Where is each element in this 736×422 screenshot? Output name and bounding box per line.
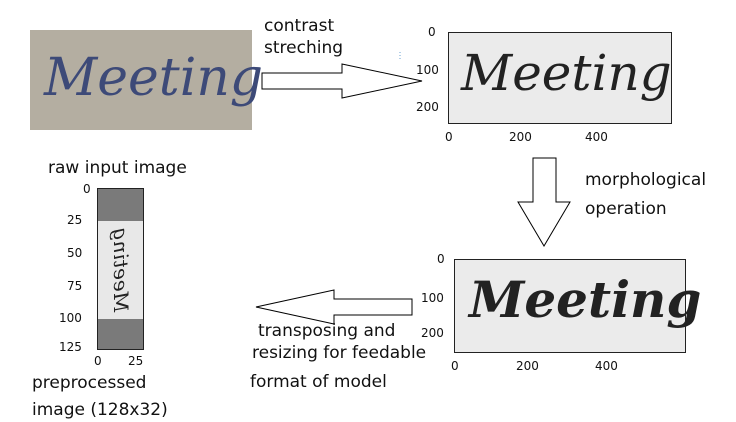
plot2-image: Meeting xyxy=(454,259,701,353)
plot2-word: Meeting xyxy=(469,270,702,329)
plot3-ytick-25: 25 xyxy=(67,213,83,227)
plot2-xtick-400: 400 xyxy=(595,359,618,373)
plot2-ytick-100: 100 xyxy=(421,291,444,305)
plot2-xtick-0: 0 xyxy=(451,359,459,373)
plot1-xtick-200: 200 xyxy=(509,130,532,144)
step1-label-line2: streching xyxy=(264,38,344,58)
plot3-ytick-75: 75 xyxy=(67,279,83,293)
plot3-ytick-50: 50 xyxy=(67,246,83,260)
plot2-xtick-200: 200 xyxy=(516,359,539,373)
plot1-ytick-100: 100 xyxy=(416,63,439,77)
plot2-ytick-0: 0 xyxy=(437,252,445,266)
plot1-word: Meeting xyxy=(461,44,672,102)
plot1-image: Meeting xyxy=(448,32,672,124)
plot3-ytick-125: 125 xyxy=(59,340,82,354)
plot3-ytick-100: 100 xyxy=(59,311,82,325)
plot3-image: Meeting xyxy=(97,188,144,350)
plot2-ytick-200: 200 xyxy=(421,326,444,340)
raw-image-caption: raw input image xyxy=(48,158,187,178)
plot3-xtick-0: 0 xyxy=(94,354,102,368)
step3-label-line1: transposing and xyxy=(258,321,396,341)
plot3-ytick-0: 0 xyxy=(83,182,91,196)
plot1-ytick-200: 200 xyxy=(416,100,439,114)
plot1-ytick-0: 0 xyxy=(428,25,436,39)
plot1-xtick-400: 400 xyxy=(585,130,608,144)
down-arrow xyxy=(517,157,571,247)
step1-label-line1: contrast xyxy=(264,16,335,36)
left-arrow xyxy=(255,289,413,325)
plot3-xtick-25: 25 xyxy=(128,354,144,368)
step2-label-line2: operation xyxy=(585,199,667,219)
plot1-xtick-0: 0 xyxy=(445,130,453,144)
step3-label-line3: format of model xyxy=(250,372,387,392)
right-arrow xyxy=(261,63,423,99)
raw-input-image: Meeting xyxy=(30,30,263,130)
plot3-caption-line2: image (128x32) xyxy=(32,400,168,420)
step2-label-line1: morphological xyxy=(585,170,707,190)
plot3-caption-line1: preprocessed xyxy=(32,373,147,393)
raw-image-word: Meeting xyxy=(44,48,264,108)
plot3-word-band: Meeting xyxy=(98,221,143,319)
step3-label-line2: resizing for feedable xyxy=(252,343,427,363)
plot3-word: Meeting xyxy=(109,227,133,313)
